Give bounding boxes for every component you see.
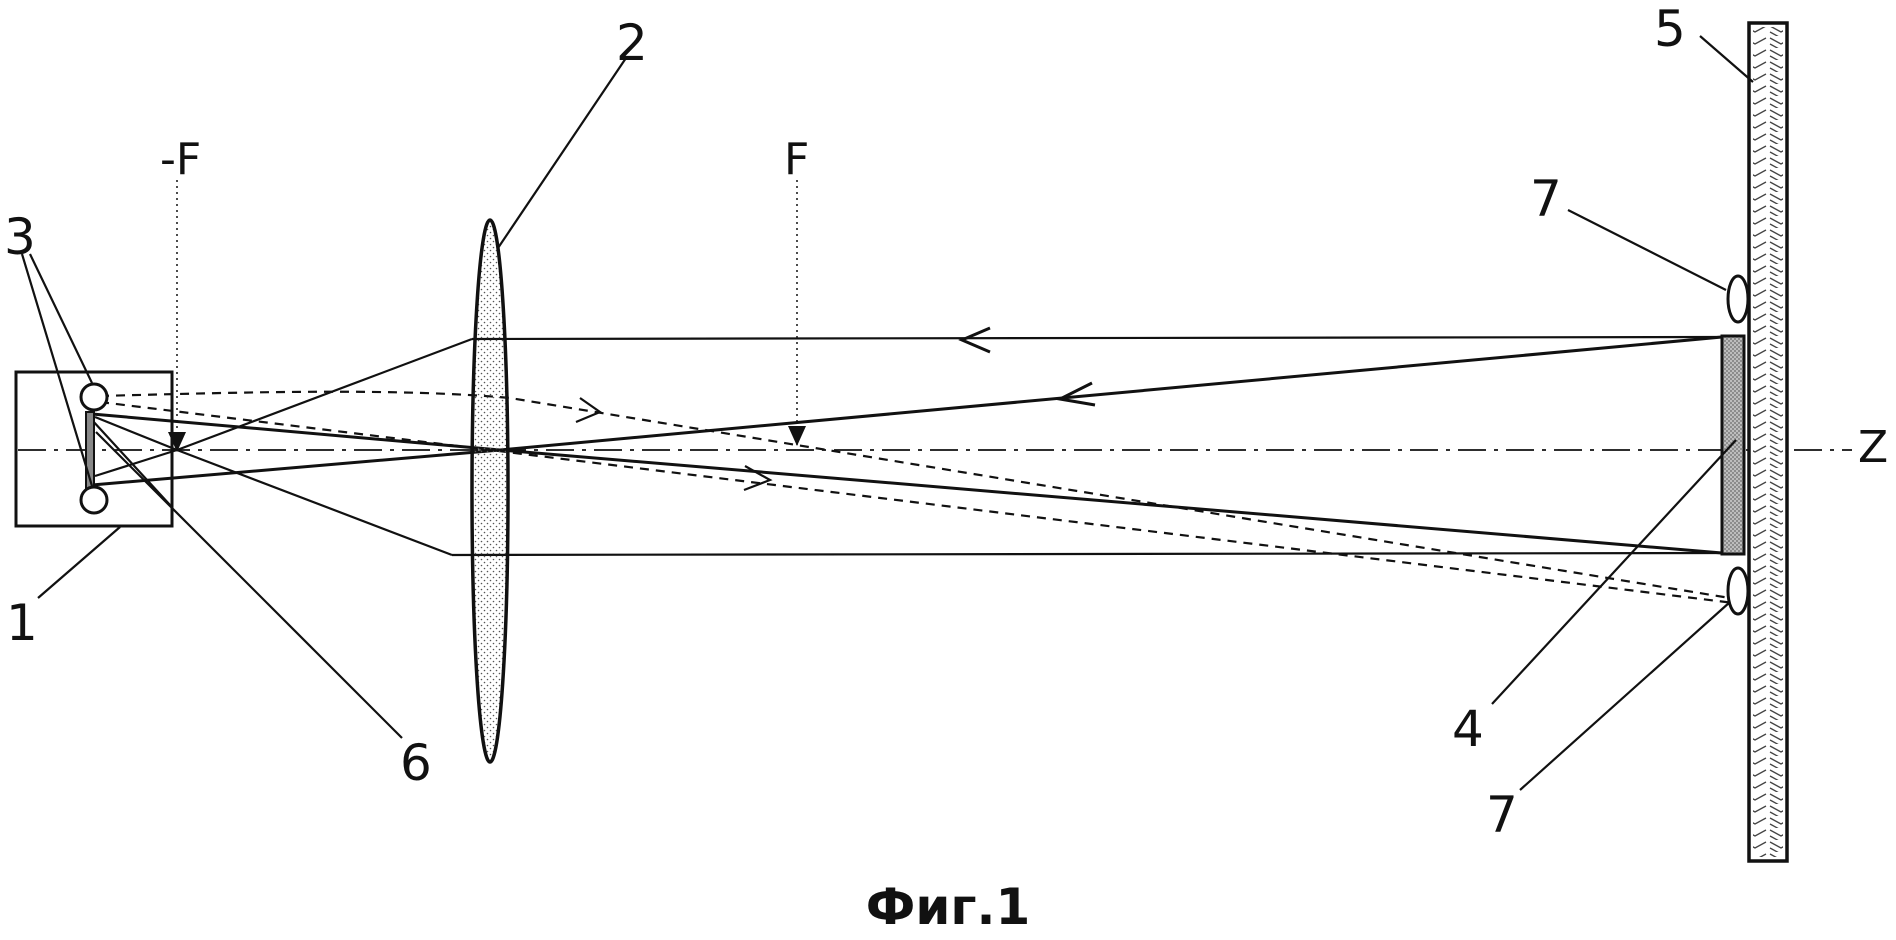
target-plate (1720, 334, 1746, 556)
emitter-link (85, 411, 95, 497)
ray-top-return (471, 335, 1723, 341)
ray-arrow-middle (1055, 381, 1096, 407)
leader-detector (95, 431, 403, 739)
ray-focus-to-source-bottom (94, 448, 178, 478)
leader-lens (497, 57, 627, 249)
ray-source-diagonal (91, 419, 171, 506)
label-target: 4 (1452, 700, 1484, 758)
label-screen: 5 (1654, 0, 1686, 58)
ray-focus-to-source-top (94, 415, 178, 452)
ray-arrow-top (958, 326, 991, 354)
reflector-top (1726, 274, 1750, 324)
label-reflector-top: 7 (1530, 170, 1562, 228)
label-source: 1 (6, 594, 38, 652)
label-emitters: 3 (4, 208, 36, 266)
ray-bottom-return (451, 551, 1723, 557)
emitter-top (79, 382, 109, 412)
leader-emitters-bottom (20, 253, 94, 487)
label-reflector-bottom: 7 (1486, 786, 1518, 844)
ray-bottom-to-focus (176, 448, 453, 557)
figure-caption: Фиг.1 (866, 878, 1031, 936)
leader-reflector-top (1567, 209, 1727, 291)
leader-source (37, 526, 121, 599)
ray-top-to-focus (176, 337, 473, 452)
label-axis: Z (1858, 422, 1888, 473)
source-box (14, 370, 174, 528)
leader-emitters-top (29, 253, 93, 384)
ray-chief-upper-cont (91, 448, 501, 487)
emitter-bottom (79, 485, 109, 515)
label-lens: 2 (616, 14, 648, 72)
label-neg-focus: -F (160, 134, 201, 185)
ray-chief-lower (91, 412, 501, 452)
label-detector: 6 (400, 734, 432, 792)
pos-focus-arrow (788, 426, 806, 446)
leader-target (1491, 439, 1737, 705)
ray-dashed-upper (99, 390, 1743, 602)
lens (470, 218, 510, 764)
screen-hatch (1753, 27, 1783, 857)
leader-reflector-bottom (1519, 601, 1731, 791)
ray-arrow-dashed-upper (575, 397, 603, 424)
ray-dashed-lower (99, 400, 1743, 606)
leader-screen (1699, 35, 1754, 83)
ray-arrow-dashed-lower (743, 465, 773, 492)
ray-chief-lower-cont (499, 448, 1723, 555)
label-pos-focus: F (784, 134, 809, 185)
ray-chief-upper (499, 335, 1723, 452)
reflector-bottom (1726, 566, 1750, 616)
